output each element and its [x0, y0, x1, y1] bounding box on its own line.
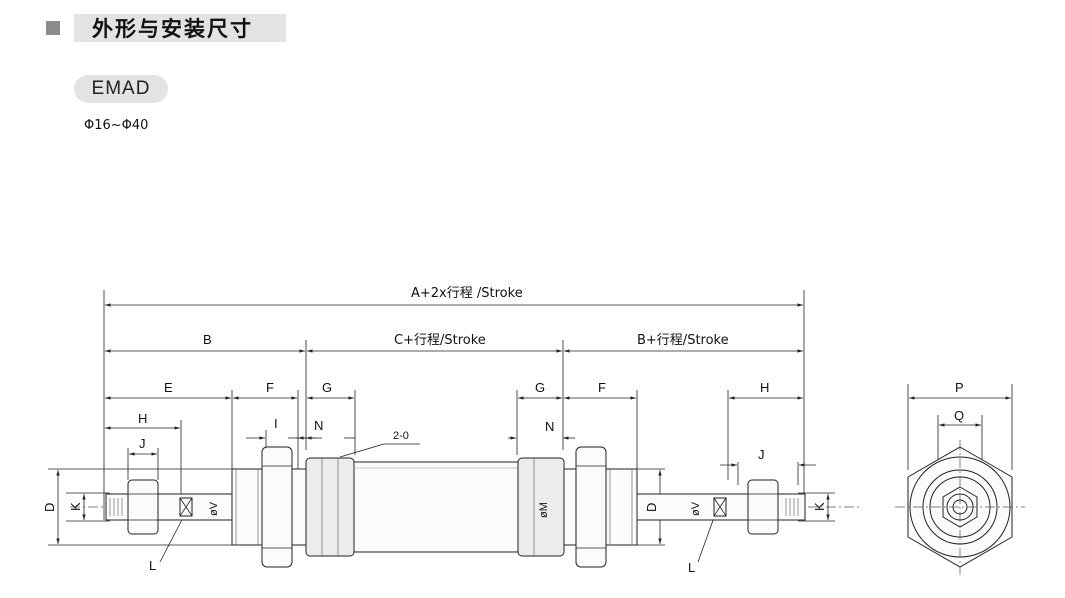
section-header: 外形与安装尺寸	[46, 14, 286, 42]
dim-h-left-label: H	[138, 411, 147, 426]
dim-j-right-label: J	[758, 447, 765, 462]
dim-q-label: Q	[954, 408, 964, 423]
left-rod-assembly	[105, 479, 233, 535]
right-rod-nut	[747, 479, 779, 535]
right-end-cap	[517, 446, 638, 568]
section-title-box: 外形与安装尺寸	[74, 14, 286, 42]
callout-2-0-label: 2-0	[393, 430, 409, 442]
dim-k-left-label: K	[68, 502, 83, 511]
dim-n-right-label: N	[545, 419, 554, 434]
cylinder-barrel	[353, 461, 519, 553]
dim-i-label: I	[274, 416, 278, 431]
dim-e-label: E	[164, 380, 173, 395]
dimension-lines	[56, 303, 830, 563]
dim-c-stroke-label: C+行程/Stroke	[394, 333, 486, 348]
left-mounting-thread	[231, 468, 263, 546]
dim-overall-label: A+2x行程 /Stroke	[411, 286, 523, 301]
callout-l-left-label: L	[149, 558, 156, 573]
end-view	[895, 384, 1025, 575]
right-mounting-thread	[605, 468, 638, 546]
dim-p-label: P	[955, 380, 964, 395]
bullet-square-icon	[46, 21, 60, 35]
right-neck	[563, 468, 577, 546]
dim-m-label: øM	[538, 502, 550, 518]
dim-h-right-label: H	[760, 380, 769, 395]
left-neck	[291, 468, 307, 546]
extension-lines	[48, 290, 835, 546]
dim-g-right-label: G	[535, 380, 545, 395]
left-mounting-nut	[261, 446, 293, 568]
section-title: 外形与安装尺寸	[92, 17, 253, 41]
dim-d-right-label: D	[644, 503, 659, 512]
dim-v-left-label: øV	[208, 501, 220, 516]
model-badge: EMAD	[74, 75, 168, 103]
model-name: EMAD	[91, 78, 151, 99]
dim-k-right-label: K	[812, 502, 827, 511]
dim-v-right-label: øV	[690, 501, 702, 516]
dim-g-left-label: G	[322, 380, 332, 395]
dim-b-stroke-label: B+行程/Stroke	[637, 333, 729, 348]
dim-d-left-label: D	[42, 503, 57, 512]
right-rod-assembly	[636, 479, 806, 535]
right-mounting-nut	[575, 446, 607, 568]
bore-range: Φ16~Φ40	[84, 118, 149, 133]
left-piston-rod	[105, 493, 233, 521]
dim-f-right-label: F	[598, 380, 606, 395]
dim-n-left-label: N	[314, 418, 323, 433]
dim-b-label: B	[203, 332, 212, 347]
left-head-cover	[305, 457, 355, 557]
dim-f-left-label: F	[266, 380, 274, 395]
callout-l-right-label: L	[688, 560, 695, 575]
dim-j-left-label: J	[139, 436, 146, 451]
left-rod-thread	[109, 498, 123, 516]
left-end-cap	[231, 446, 355, 568]
left-rod-nut	[127, 479, 159, 535]
